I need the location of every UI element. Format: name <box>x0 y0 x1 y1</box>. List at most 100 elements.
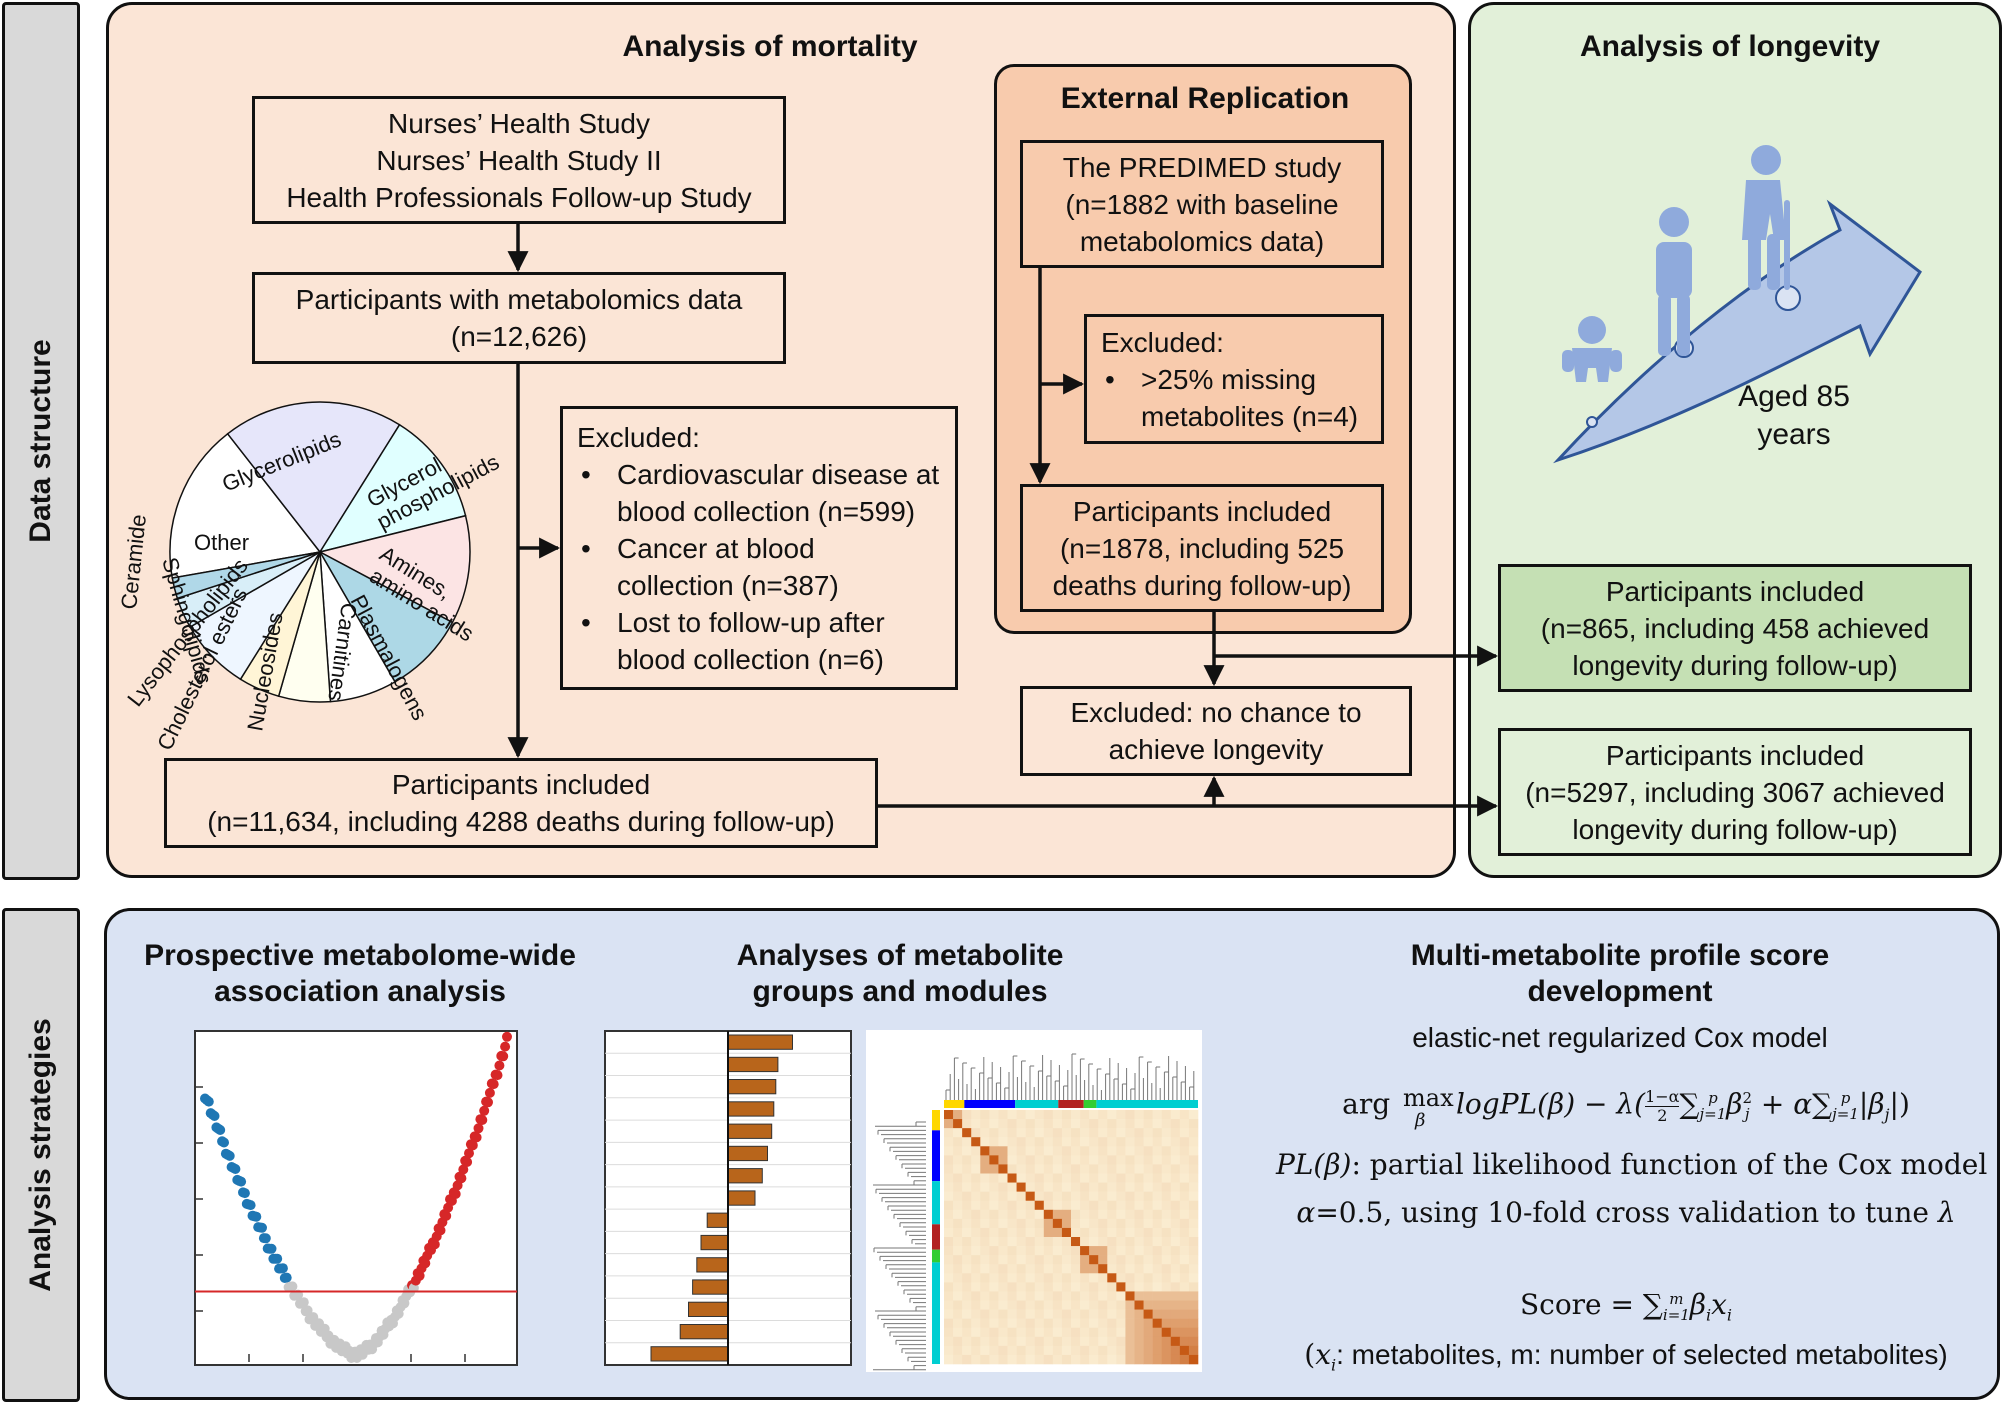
heatmap-cell <box>998 1227 1008 1238</box>
heatmap-cell <box>1107 1291 1117 1301</box>
heatmap-cell <box>1152 1300 1163 1310</box>
heatmap-cell <box>1034 1146 1045 1156</box>
heatmap-cell <box>1125 1264 1135 1274</box>
heatmap-cell <box>1098 1182 1108 1192</box>
heatmap-cell <box>944 1291 954 1301</box>
heatmap-cell <box>953 1354 963 1365</box>
heatmap-cell <box>1080 1237 1090 1247</box>
heatmap-cell <box>1125 1354 1135 1365</box>
heatmap-cell <box>1043 1264 1054 1274</box>
heatmap-cell <box>1061 1255 1072 1265</box>
heatmap-cell <box>1107 1318 1117 1329</box>
heatmap-cell <box>1143 1173 1153 1183</box>
heatmap-cell <box>1143 1227 1153 1238</box>
heatmap-cell <box>1116 1327 1126 1338</box>
heatmap-cell <box>1025 1291 1036 1301</box>
heatmap-cell <box>1161 1345 1172 1356</box>
heatmap-cell <box>1116 1137 1126 1147</box>
heatmap-cell <box>1179 1227 1190 1238</box>
heatmap-cell <box>944 1173 954 1183</box>
heatmap-cell <box>1089 1200 1099 1211</box>
heatmap-cell <box>998 1164 1008 1174</box>
heatmap-cell <box>962 1110 972 1120</box>
bar <box>727 1123 773 1139</box>
data-point <box>471 1132 482 1143</box>
heatmap-cell <box>1170 1300 1181 1310</box>
heatmap-cell <box>1107 1209 1117 1220</box>
heatmap-cell <box>1071 1119 1081 1129</box>
heatmap-cell <box>1007 1264 1017 1274</box>
heatmap-cell <box>1043 1327 1054 1338</box>
heatmap-cell <box>1080 1146 1090 1156</box>
heatmap-cell <box>1161 1309 1172 1319</box>
heatmap-cell <box>1125 1300 1135 1310</box>
heatmap-cell <box>1143 1146 1153 1156</box>
heatmap-cell <box>980 1164 990 1174</box>
heatmap-cell <box>1071 1336 1081 1347</box>
heatmap-cell <box>971 1191 981 1202</box>
heatmap-cell <box>1116 1255 1126 1265</box>
adult-icon <box>1656 207 1692 356</box>
longevity-included-main-box: Participants included (n=5297, including… <box>1498 728 1972 856</box>
heatmap-cell <box>1116 1218 1126 1229</box>
longevity-title: Analysis of longevity <box>1579 30 1881 63</box>
heatmap-cell <box>1161 1128 1172 1138</box>
heatmap-cell <box>1061 1137 1072 1147</box>
heatmap-cell <box>944 1209 954 1220</box>
heatmap-cell <box>1179 1255 1190 1265</box>
heatmap-cell <box>1052 1191 1063 1202</box>
heatmap-cell <box>1007 1237 1017 1247</box>
heatmap-cell <box>1116 1354 1126 1365</box>
heatmap-cell <box>1061 1291 1072 1301</box>
heatmap-cell <box>1161 1227 1172 1238</box>
heatmap-cell <box>1152 1327 1163 1338</box>
heatmap-cell <box>962 1209 972 1220</box>
heatmap-cell <box>989 1155 999 1165</box>
heatmap-cell <box>1152 1191 1163 1202</box>
heatmap-cell <box>971 1291 981 1301</box>
heatmap-cell <box>1043 1209 1054 1220</box>
heatmap-cell <box>1089 1218 1099 1229</box>
heatmap-cell <box>1007 1246 1017 1256</box>
heatmap-cell <box>1143 1182 1153 1192</box>
heatmap-cell <box>1089 1137 1099 1147</box>
heatmap-cell <box>1052 1182 1063 1192</box>
heatmap-cell <box>1125 1309 1135 1319</box>
heatmap-cell <box>1016 1282 1026 1292</box>
heatmap-cell <box>1143 1119 1153 1129</box>
heatmap-cell <box>953 1318 963 1329</box>
data-point <box>224 1150 235 1161</box>
heatmap-cell <box>1098 1237 1108 1247</box>
heatmap-cell <box>1116 1300 1126 1310</box>
heatmap-cell <box>1179 1182 1190 1192</box>
heatmap-cell <box>971 1146 981 1156</box>
heatmap-cell <box>1098 1327 1108 1338</box>
heatmap-cell <box>962 1164 972 1174</box>
heatmap-cell <box>998 1173 1008 1183</box>
heatmap-cell <box>1143 1191 1153 1202</box>
heatmap-cell <box>1016 1354 1026 1365</box>
heatmap-cell <box>1125 1200 1135 1211</box>
heatmap-cell <box>1170 1291 1181 1301</box>
heatmap-cell <box>953 1218 963 1229</box>
heatmap-cell <box>1143 1246 1153 1256</box>
heatmap-cell <box>1061 1336 1072 1347</box>
heatmap-cell <box>1188 1164 1199 1174</box>
predimed-box: The PREDIMED study (n=1882 with baseline… <box>1020 140 1384 268</box>
heatmap-cell <box>1188 1246 1199 1256</box>
heatmap-cell <box>1025 1255 1036 1265</box>
heatmap-cell <box>1098 1300 1108 1310</box>
heatmap-cell <box>953 1146 963 1156</box>
heatmap-cell <box>1134 1354 1144 1365</box>
heatmap-cell <box>1071 1200 1081 1211</box>
heatmap-cell <box>944 1137 954 1147</box>
bar <box>727 1034 793 1050</box>
heatmap-cell <box>1125 1209 1135 1220</box>
heatmap-cell <box>1143 1354 1153 1365</box>
bar <box>706 1212 729 1228</box>
heatmap-cell <box>1098 1318 1108 1329</box>
heatmap-cell <box>1134 1155 1144 1165</box>
heatmap-cell <box>1052 1291 1063 1301</box>
heatmap-cell <box>1071 1309 1081 1319</box>
heatmap-cell <box>998 1237 1008 1247</box>
